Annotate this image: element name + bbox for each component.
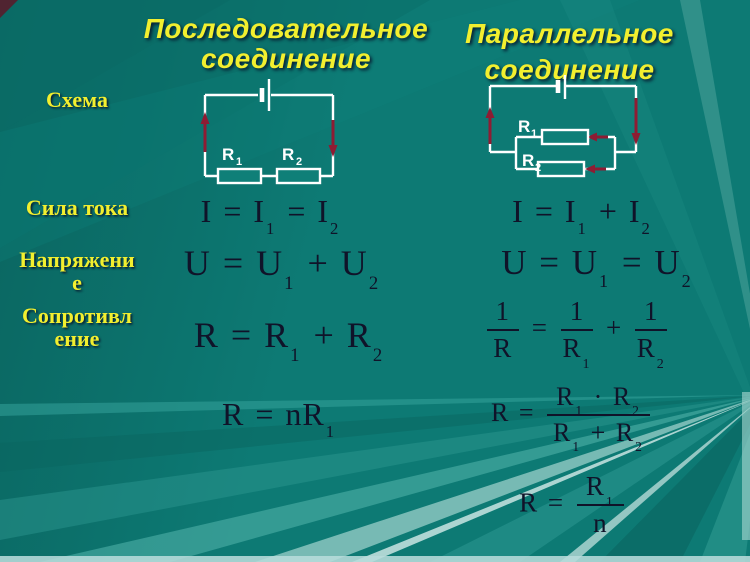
parallel-column-title: Параллельное соединение (465, 18, 674, 85)
battery-icon (555, 75, 567, 99)
row-label-scheme: Схема (46, 87, 108, 112)
current-arrow-down-icon (631, 98, 641, 145)
resistor-r1-label: R (518, 117, 530, 136)
series-circuit-diagram: R 1 R 2 (200, 79, 338, 185)
parallel-voltage-formula: U = U1 = U2 (501, 243, 692, 292)
resistor-r2-label-sub: 2 (535, 162, 541, 174)
current-arrow-down-icon (328, 120, 338, 157)
right-edge-highlight (742, 392, 750, 540)
series-current-formula: I = I1 = I2 (200, 193, 340, 239)
series-resistance-formula: R = R1 + R2 (193, 315, 384, 366)
resistor-r1-label-sub: 1 (531, 128, 537, 140)
resistor-r1-label-sub: 1 (236, 156, 242, 168)
parallel-wire-loop (488, 84, 638, 171)
branch-arrow-left-lower-icon (585, 164, 606, 174)
parallel-circuit-diagram: R 1 R 2 (485, 75, 641, 178)
resistor-r1-label: R (222, 145, 234, 164)
row-label-current: Сила тока (25, 195, 129, 220)
series-voltage-formula: U = U1 + U2 (183, 243, 380, 294)
resistor-r1 (540, 128, 590, 146)
series-column-title: Последовательное соединение (143, 13, 429, 74)
series-equal-resistors-formula: R = nR1 (221, 396, 336, 442)
row-label-voltage: Напряжение (19, 247, 135, 296)
row-label-resistance: Сопротивление (22, 303, 132, 352)
resistor-r1 (216, 167, 263, 185)
branch-arrow-left-upper-icon (587, 132, 608, 142)
resistor-r2 (536, 160, 586, 178)
resistor-r2 (275, 167, 322, 185)
bottom-strip (0, 556, 750, 562)
background-diagonal-bands (0, 0, 640, 262)
battery-icon (259, 79, 271, 111)
corner-accent (0, 0, 18, 18)
current-arrow-up-icon (485, 107, 495, 144)
parallel-current-formula: I = I1 + I2 (512, 193, 651, 239)
resistor-r2-label: R (282, 145, 294, 164)
current-arrow-up-icon (200, 112, 210, 152)
resistor-r2-label-sub: 2 (296, 156, 302, 168)
resistor-r2-label: R (522, 151, 534, 170)
